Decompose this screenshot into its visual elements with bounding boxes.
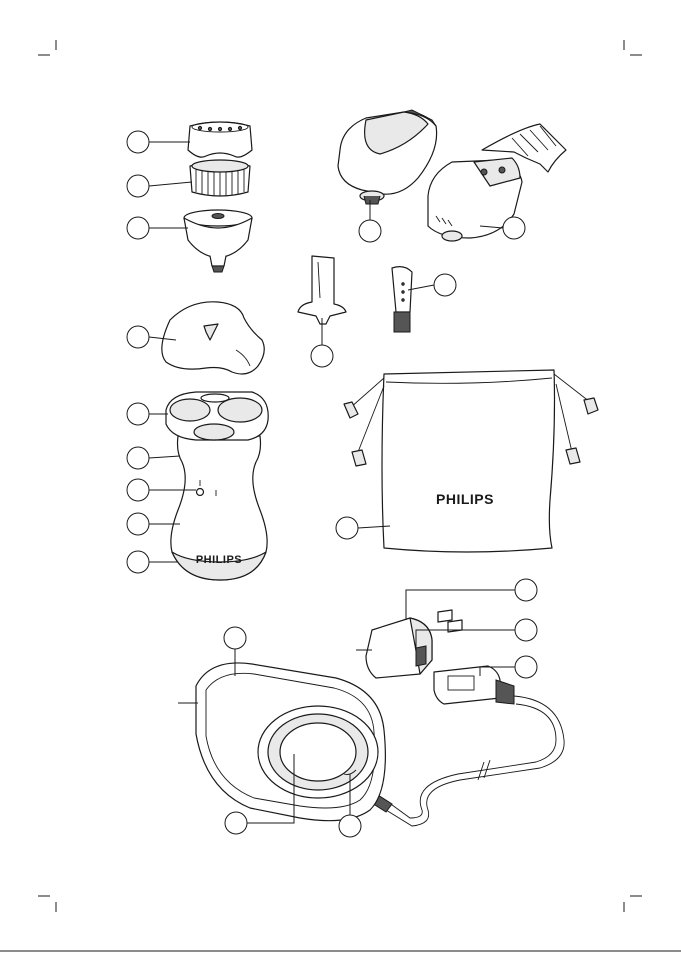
shaver: PHILIPS — [166, 392, 268, 580]
callout-c-handle-top — [127, 447, 180, 469]
callout-c-shaving-unit — [127, 403, 168, 425]
beard-styler — [428, 124, 566, 241]
callout-c-precision-trimmer — [359, 200, 381, 242]
callout-c-coupling-base — [127, 217, 188, 239]
shaver-brand-logo: PHILIPS — [196, 554, 242, 566]
charging-pad — [196, 663, 385, 821]
clip — [298, 256, 346, 324]
coupling-base — [184, 210, 252, 272]
callout-c-adapter — [406, 579, 537, 620]
precision-trimmer — [338, 110, 437, 204]
pouch-brand-logo: PHILIPS — [436, 491, 494, 507]
cleaning-brush-cap — [188, 122, 252, 157]
adapter — [366, 610, 462, 678]
cleaning-brush-head — [190, 160, 250, 196]
callout-c-handle-base — [127, 551, 178, 573]
callout-c-adapter-plug — [416, 619, 537, 650]
protection-cap — [162, 302, 264, 374]
usb-cable — [364, 666, 564, 826]
cleaning-brush-small — [392, 267, 412, 332]
callout-c-cleaning-brush-head — [127, 175, 192, 197]
callout-c-cleaning-brush-cap — [127, 131, 190, 153]
callout-c-clip — [311, 318, 333, 367]
callout-c-pouch — [336, 517, 390, 539]
callout-c-cleaning-brush-small — [408, 274, 456, 296]
pouch: PHILIPS — [344, 370, 598, 552]
